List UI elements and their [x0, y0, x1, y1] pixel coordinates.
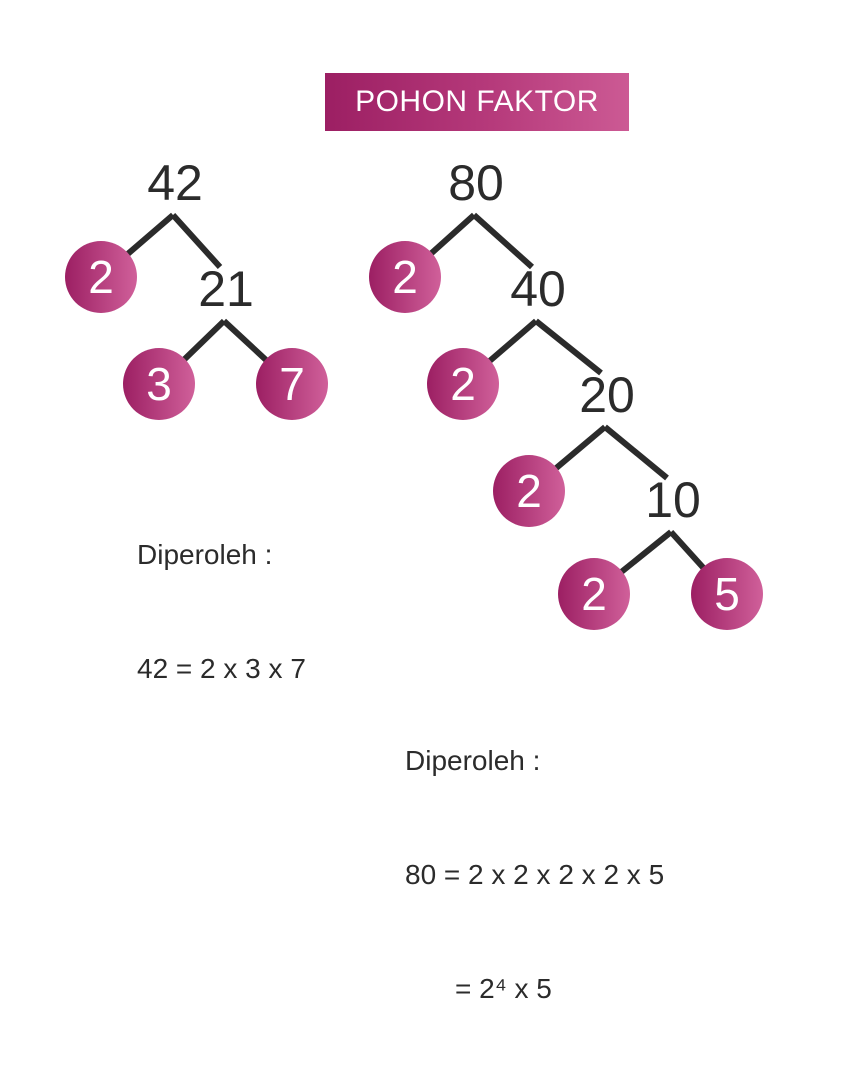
prime-factor-q5: 5 [691, 558, 763, 630]
tree-edge-n80-q2a [428, 212, 477, 257]
prime-circle [558, 558, 630, 630]
result-42-equation: 42 = 2 x 3 x 7 [137, 653, 306, 684]
tree-edge-n42-p2a [124, 212, 175, 258]
tree-edge-n42-n21 [170, 212, 223, 270]
tree-edge-n21-p3 [181, 318, 227, 363]
prime-factor-q2d: 2 [558, 558, 630, 630]
result-42-heading: Diperoleh : [137, 539, 273, 570]
node-label: 2 [581, 568, 607, 620]
prime-circle [123, 348, 195, 420]
tree-edge-n40-n20 [534, 318, 603, 376]
node-label: 80 [448, 155, 504, 211]
title-banner: POHON FAKTOR [325, 73, 629, 131]
node-label: 2 [450, 358, 476, 410]
prime-circle [427, 348, 499, 420]
factor-tree-diagram: POHON FAKTOR 42 2 21 3 7 80 2 40 2 20 2 10 2 5 Dipero… [65, 73, 763, 1004]
prime-factor-q2b: 2 [427, 348, 499, 420]
composite-node-n40: 40 [510, 261, 566, 317]
node-label: 21 [198, 261, 254, 317]
result-80-equation: 80 = 2 x 2 x 2 x 2 x 5 [405, 859, 665, 890]
composite-node-n42: 42 [147, 155, 203, 211]
composite-node-n10: 10 [645, 472, 701, 528]
result-80-heading: Diperoleh : [405, 745, 541, 776]
tree-edge-n21-p7 [221, 318, 270, 364]
tree-edge-n80-n40 [471, 212, 535, 270]
factor-trees: 42 2 21 3 7 80 2 40 2 20 2 10 2 5 [65, 155, 763, 630]
node-label: 2 [88, 251, 114, 303]
prime-factor-p7: 7 [256, 348, 328, 420]
result-80: Diperoleh : 80 = 2 x 2 x 2 x 2 x 5 = 2⁴ … [405, 666, 664, 1084]
node-label: 10 [645, 472, 701, 528]
tree-edge-n10-q2d [618, 529, 673, 576]
prime-factor-q2c: 2 [493, 455, 565, 527]
composite-node-n80: 80 [448, 155, 504, 211]
prime-circle [65, 241, 137, 313]
tree-edge-n40-q2b [486, 318, 538, 365]
prime-circle [256, 348, 328, 420]
prime-factor-q2a: 2 [369, 241, 441, 313]
result-80-power-form: = 2⁴ x 5 [455, 973, 552, 1004]
prime-circle [691, 558, 763, 630]
node-label: 2 [516, 465, 542, 517]
node-label: 42 [147, 155, 203, 211]
prime-circle [493, 455, 565, 527]
node-label: 20 [579, 367, 635, 423]
tree-edge-n10-q5 [668, 529, 707, 571]
prime-factor-p3: 3 [123, 348, 195, 420]
result-42: Diperoleh : 42 = 2 x 3 x 7 [137, 460, 306, 764]
prime-circle [369, 241, 441, 313]
node-label: 7 [279, 358, 305, 410]
node-label: 5 [714, 568, 740, 620]
tree-edge-n20-q2c [553, 424, 607, 472]
composite-node-n20: 20 [579, 367, 635, 423]
node-label: 3 [146, 358, 172, 410]
composite-node-n21: 21 [198, 261, 254, 317]
tree-edge-n20-n10 [603, 424, 669, 481]
prime-factor-p2a: 2 [65, 241, 137, 313]
node-label: 2 [392, 251, 418, 303]
node-label: 40 [510, 261, 566, 317]
